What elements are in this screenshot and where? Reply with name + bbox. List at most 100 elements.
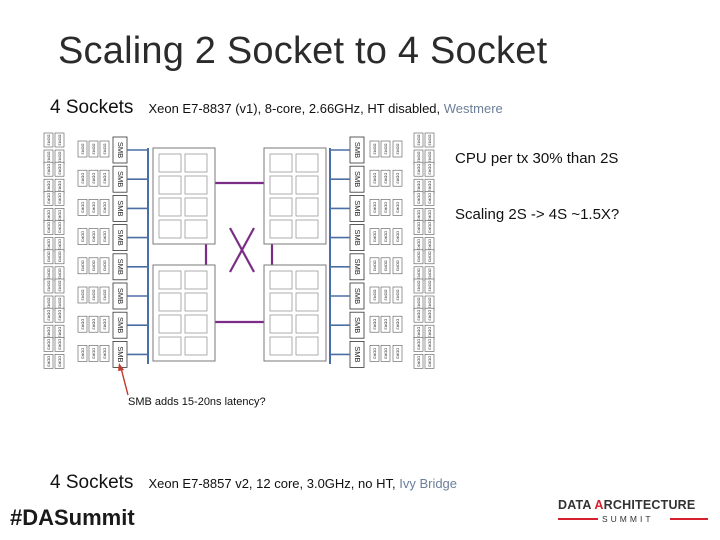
cpu-core: [184, 153, 208, 173]
cpu-core: [295, 153, 319, 173]
smb-buffer-label: SMB: [353, 346, 362, 362]
memory-dimm-label: DDR3: [91, 260, 96, 272]
memory-dimm: [43, 161, 54, 177]
memory-dimm: [88, 315, 99, 333]
memory-dimm-label: DDR3: [383, 231, 388, 243]
memory-dimm-label: DDR3: [102, 260, 107, 272]
memory-dimm-label: DDR3: [57, 164, 62, 176]
memory-dimm: [99, 140, 110, 158]
cpu-core: [269, 270, 293, 290]
memory-dimm-label: DDR3: [427, 298, 432, 310]
memory-dimm-label: DDR3: [80, 231, 85, 243]
memory-dimm: [54, 278, 65, 294]
memory-dimm: [369, 140, 380, 158]
logo-subtitle: SUMMIT: [602, 514, 654, 524]
memory-dimm-label: DDR3: [383, 173, 388, 185]
memory-dimm-label: DDR3: [427, 310, 432, 322]
section-heading-westmere: 4 Sockets Xeon E7-8837 (v1), 8-core, 2.6…: [50, 97, 503, 119]
memory-dimm-label: DDR3: [46, 356, 51, 368]
cpu-core: [184, 336, 208, 356]
memory-dimm-label: DDR3: [427, 135, 432, 147]
cpu-generation: Westmere: [443, 101, 503, 116]
memory-dimm-label: DDR3: [80, 202, 85, 214]
memory-dimm-label: DDR3: [46, 164, 51, 176]
memory-dimm: [424, 220, 435, 235]
memory-dimm: [54, 220, 65, 235]
memory-dimm: [43, 278, 54, 294]
memory-dimm-label: DDR3: [372, 231, 377, 243]
cpu-core: [158, 197, 182, 217]
memory-dimm-label: DDR3: [46, 251, 51, 263]
memory-dimm-label: DDR3: [383, 319, 388, 331]
memory-dimm: [380, 257, 391, 275]
memory-dimm: [77, 286, 88, 304]
memory-dimm-label: DDR3: [102, 231, 107, 243]
memory-dimm-label: DDR3: [91, 144, 96, 156]
cpu-core: [295, 197, 319, 217]
smb-buffer-label: SMB: [353, 200, 362, 216]
cpu-core: [269, 197, 293, 217]
memory-dimm-label: DDR3: [427, 339, 432, 351]
logo-rule-right: [670, 518, 708, 520]
smb-buffer-label: SMB: [116, 171, 125, 187]
logo-wordmark: DATA ARCHITECTURE: [558, 498, 696, 512]
memory-dimm: [54, 307, 65, 323]
memory-dimm-label: DDR3: [395, 202, 400, 214]
memory-dimm-label: DDR3: [57, 310, 62, 322]
memory-dimm: [392, 315, 403, 333]
memory-dimm: [380, 345, 391, 362]
memory-dimm-label: DDR3: [102, 173, 107, 185]
memory-dimm: [424, 161, 435, 177]
memory-dimm: [77, 228, 88, 245]
memory-dimm: [43, 191, 54, 206]
memory-dimm: [99, 199, 110, 216]
memory-dimm: [413, 249, 424, 265]
memory-dimm: [392, 228, 403, 245]
cpu-core: [295, 219, 319, 239]
memory-dimm-label: DDR3: [91, 348, 96, 360]
memory-dimm: [43, 307, 54, 323]
memory-dimm: [54, 337, 65, 352]
cpu-core: [158, 270, 182, 290]
memory-dimm: [424, 278, 435, 294]
cpu-spec: Xeon E7-8837 (v1), 8-core, 2.66GHz, HT d…: [148, 101, 503, 116]
cpu-core: [269, 292, 293, 312]
cpu-core: [295, 292, 319, 312]
memory-dimm: [54, 161, 65, 177]
smb-buffer-label: SMB: [116, 259, 125, 275]
memory-dimm-label: DDR3: [57, 327, 62, 339]
memory-dimm-label: DDR3: [427, 327, 432, 339]
cpu-core: [295, 314, 319, 334]
event-hashtag: #DASummit: [10, 505, 135, 530]
memory-dimm: [88, 140, 99, 158]
smb-arrow-head: [118, 363, 124, 371]
cpu-core: [184, 270, 208, 290]
memory-dimm-label: DDR3: [57, 356, 62, 368]
memory-dimm-label: DDR3: [80, 144, 85, 156]
smb-buffer-label: SMB: [353, 288, 362, 304]
smb-buffer-label: SMB: [353, 142, 362, 158]
memory-dimm-label: DDR3: [416, 164, 421, 176]
memory-dimm-label: DDR3: [427, 239, 432, 251]
memory-dimm: [413, 161, 424, 177]
memory-dimm-label: DDR3: [416, 310, 421, 322]
memory-dimm-label: DDR3: [57, 222, 62, 234]
memory-dimm-label: DDR3: [102, 290, 107, 302]
cpu-core: [184, 292, 208, 312]
cpu-core: [158, 314, 182, 334]
smb-buffer-label: SMB: [116, 229, 125, 245]
cpu-core: [158, 336, 182, 356]
memory-dimm-label: DDR3: [416, 268, 421, 280]
memory-dimm: [369, 228, 380, 245]
memory-dimm-label: DDR3: [46, 268, 51, 280]
memory-dimm: [88, 169, 99, 187]
memory-dimm-label: DDR3: [416, 222, 421, 234]
memory-dimm-label: DDR3: [91, 290, 96, 302]
memory-dimm-label: DDR3: [383, 260, 388, 272]
memory-dimm-label: DDR3: [46, 327, 51, 339]
memory-dimm: [392, 345, 403, 362]
memory-dimm: [43, 132, 54, 148]
cpu-core: [184, 219, 208, 239]
memory-dimm: [369, 169, 380, 187]
qpi-link-diagonal-b: [229, 227, 255, 273]
